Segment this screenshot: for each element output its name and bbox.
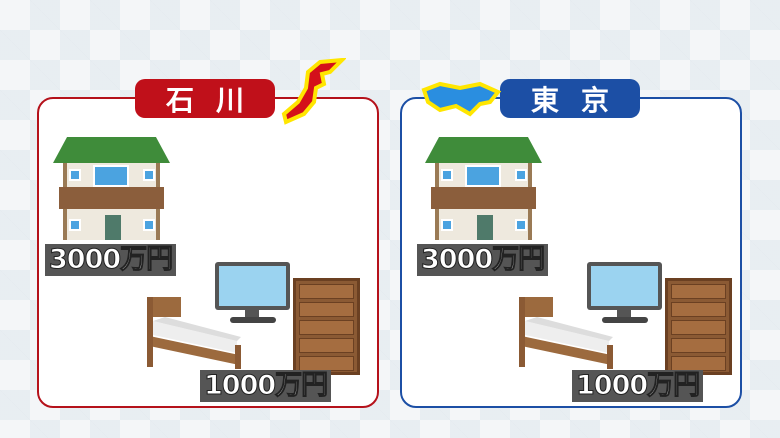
ishikawa-map-icon bbox=[281, 58, 346, 125]
furniture-price-label: 1000万円 bbox=[200, 370, 332, 402]
tokyo-title: 東京 bbox=[500, 79, 640, 118]
dresser-icon bbox=[293, 278, 360, 375]
tv-icon bbox=[587, 262, 662, 310]
house-price-label: 3000万円 bbox=[417, 244, 549, 276]
dresser-icon bbox=[665, 278, 732, 375]
house-icon bbox=[425, 137, 542, 240]
bed-icon bbox=[147, 297, 241, 369]
tv-icon bbox=[215, 262, 290, 310]
tokyo-section: 東京 3000万円 1000万円 bbox=[372, 0, 762, 438]
ishikawa-section: 石川 3000万円 1000万円 bbox=[37, 58, 379, 408]
house-price-label: 3000万円 bbox=[45, 244, 177, 276]
house-icon bbox=[53, 137, 170, 240]
tokyo-map-icon bbox=[421, 81, 502, 117]
furniture-price-label: 1000万円 bbox=[572, 370, 704, 402]
bed-icon bbox=[519, 297, 613, 369]
ishikawa-title: 石川 bbox=[135, 79, 275, 118]
